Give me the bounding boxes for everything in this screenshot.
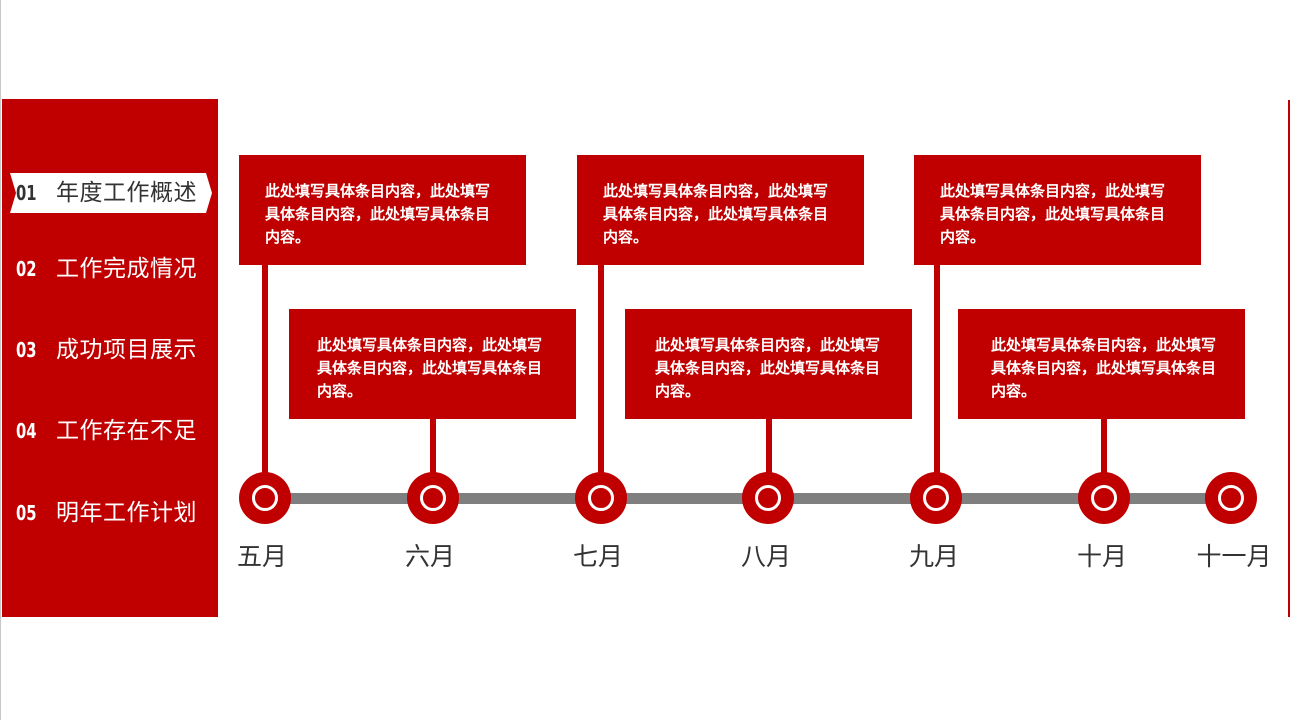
month-label: 十一月	[1196, 542, 1272, 571]
sidebar-item-label: 工作完成情况	[56, 256, 197, 282]
right-divider-line	[1288, 100, 1290, 617]
month-label: 六月	[404, 542, 455, 571]
month-label: 七月	[572, 542, 623, 571]
card-text: 此处填写具体条目内容，此处填写具体条目内容，此处填写具体条目内容。	[991, 336, 1217, 400]
timeline-card: 此处填写具体条目内容，此处填写具体条目内容，此处填写具体条目内容。	[289, 309, 576, 419]
sidebar-item-number: 01	[16, 181, 37, 205]
timeline-card: 此处填写具体条目内容，此处填写具体条目内容，此处填写具体条目内容。	[625, 309, 912, 419]
timeline-node	[407, 472, 459, 524]
card-text: 此处填写具体条目内容，此处填写具体条目内容，此处填写具体条目内容。	[603, 182, 829, 246]
sidebar-item-annual-overview[interactable]: 01 年度工作概述	[2, 173, 218, 213]
timeline-node	[1078, 472, 1130, 524]
timeline-node	[575, 472, 627, 524]
timeline-stem	[934, 264, 940, 478]
card-text: 此处填写具体条目内容，此处填写具体条目内容，此处填写具体条目内容。	[940, 182, 1166, 246]
timeline-stem	[598, 264, 604, 478]
active-tab-indicator	[10, 173, 212, 213]
month-label: 九月	[908, 542, 959, 571]
sidebar: 01 年度工作概述 02 工作完成情况 03 成功项目展示 04 工作存在不足 …	[2, 99, 218, 617]
sidebar-item-label: 年度工作概述	[56, 180, 197, 206]
month-label: 八月	[740, 542, 791, 571]
sidebar-item-label: 工作存在不足	[56, 418, 197, 444]
month-label: 十月	[1076, 542, 1127, 571]
timeline-node	[1205, 472, 1257, 524]
sidebar-item-number: 05	[16, 501, 37, 525]
timeline-card: 此处填写具体条目内容，此处填写具体条目内容，此处填写具体条目内容。	[577, 155, 864, 265]
timeline-card: 此处填写具体条目内容，此处填写具体条目内容，此处填写具体条目内容。	[239, 155, 526, 265]
sidebar-item-shortcomings[interactable]: 04 工作存在不足	[2, 411, 218, 451]
timeline-card: 此处填写具体条目内容，此处填写具体条目内容，此处填写具体条目内容。	[958, 309, 1245, 419]
sidebar-item-next-year-plan[interactable]: 05 明年工作计划	[2, 493, 218, 533]
timeline-stem	[1101, 417, 1107, 479]
timeline-node	[742, 472, 794, 524]
timeline-node	[239, 472, 291, 524]
sidebar-item-label: 成功项目展示	[56, 337, 197, 363]
sidebar-item-label: 明年工作计划	[56, 500, 197, 526]
sidebar-item-successful-projects[interactable]: 03 成功项目展示	[2, 330, 218, 370]
month-label: 五月	[236, 542, 287, 571]
sidebar-item-work-completion[interactable]: 02 工作完成情况	[2, 249, 218, 289]
card-text: 此处填写具体条目内容，此处填写具体条目内容，此处填写具体条目内容。	[265, 182, 491, 246]
card-text: 此处填写具体条目内容，此处填写具体条目内容，此处填写具体条目内容。	[655, 336, 881, 400]
slide-left-border	[0, 0, 1, 720]
sidebar-item-number: 04	[16, 419, 37, 443]
timeline-stem	[766, 417, 772, 479]
timeline-node	[910, 472, 962, 524]
timeline-stem	[262, 264, 268, 478]
sidebar-item-number: 02	[16, 257, 37, 281]
timeline-card: 此处填写具体条目内容，此处填写具体条目内容，此处填写具体条目内容。	[914, 155, 1201, 265]
card-text: 此处填写具体条目内容，此处填写具体条目内容，此处填写具体条目内容。	[317, 336, 543, 400]
sidebar-item-number: 03	[16, 338, 37, 362]
timeline-stem	[430, 417, 436, 479]
